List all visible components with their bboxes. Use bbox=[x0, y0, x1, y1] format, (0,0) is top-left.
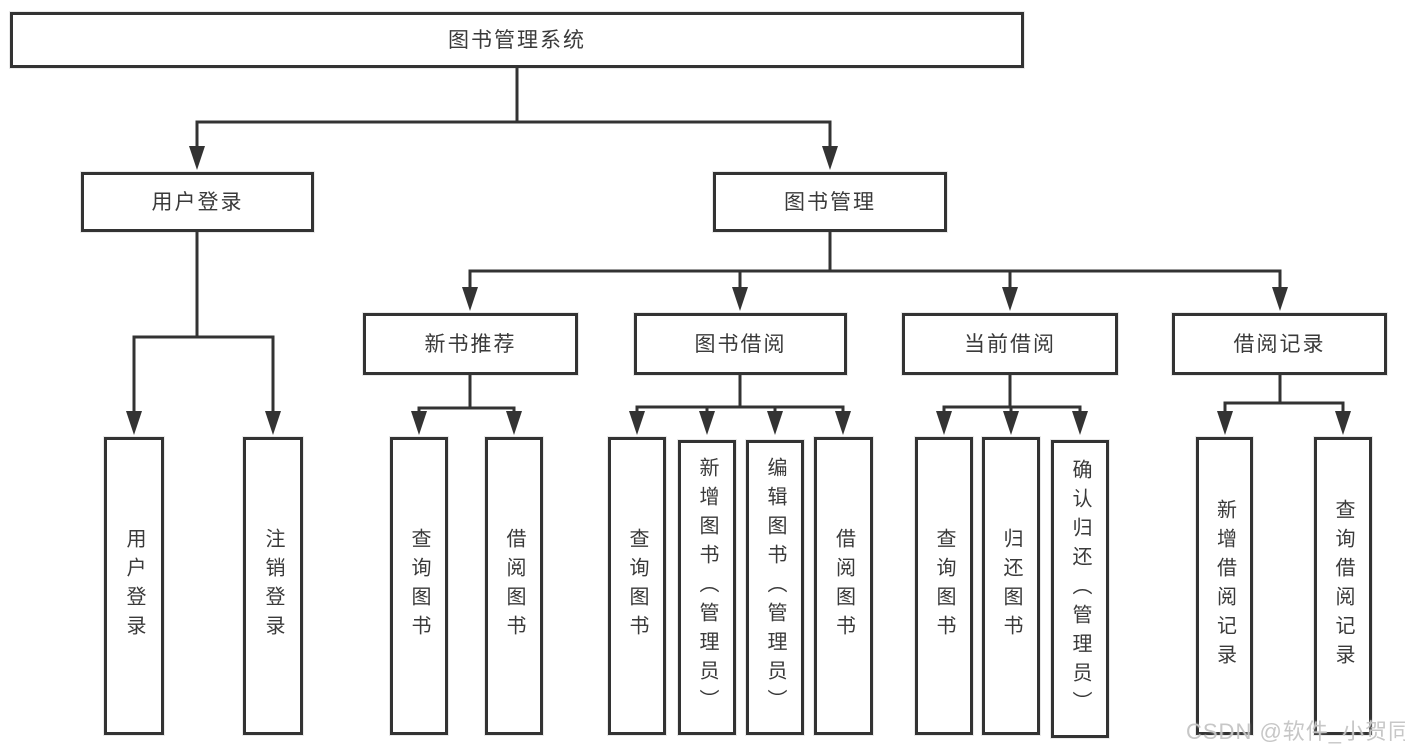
leaf-borrow-books-recommend: 借阅图书 bbox=[485, 437, 543, 735]
leaf-user-login: 用户登录 bbox=[104, 437, 164, 735]
leaf-query-books-borrowing-label: 查询图书 bbox=[626, 528, 648, 644]
leaf-user-login-label: 用户登录 bbox=[123, 528, 145, 644]
leaf-query-books-borrowing: 查询图书 bbox=[608, 437, 666, 735]
leaf-query-books-recommend: 查询图书 bbox=[390, 437, 448, 735]
leaf-logout: 注销登录 bbox=[243, 437, 303, 735]
leaf-borrow-books-borrowing: 借阅图书 bbox=[814, 437, 873, 735]
leaf-return-book: 归还图书 bbox=[982, 437, 1040, 735]
leaf-add-borrow-record-label: 新增借阅记录 bbox=[1213, 499, 1236, 673]
leaf-edit-book-admin-label: 编辑图书（管理员） bbox=[764, 457, 786, 718]
watermark-csdn: CSDN @软件_小贺同学 bbox=[1186, 719, 1405, 744]
leaf-query-books-current: 查询图书 bbox=[915, 437, 973, 735]
leaf-return-book-label: 归还图书 bbox=[1000, 528, 1022, 644]
node-book-management: 图书管理 bbox=[713, 172, 947, 232]
leaf-logout-label: 注销登录 bbox=[262, 528, 284, 644]
leaf-confirm-return-admin: 确认归还（管理员） bbox=[1051, 440, 1109, 738]
connector-edges bbox=[132, 68, 1345, 415]
leaf-query-books-current-label: 查询图书 bbox=[933, 528, 955, 644]
leaf-borrow-books-recommend-label: 借阅图书 bbox=[503, 528, 525, 644]
leaf-query-books-recommend-label: 查询图书 bbox=[408, 528, 430, 644]
leaf-query-borrow-record: 查询借阅记录 bbox=[1314, 437, 1372, 735]
node-current-borrowing: 当前借阅 bbox=[902, 313, 1118, 375]
leaf-query-borrow-record-label: 查询借阅记录 bbox=[1332, 499, 1354, 673]
node-new-book-recommend: 新书推荐 bbox=[363, 313, 578, 375]
node-borrowing-records: 借阅记录 bbox=[1172, 313, 1387, 375]
leaf-borrow-books-borrowing-label: 借阅图书 bbox=[832, 528, 855, 644]
node-user-login: 用户登录 bbox=[81, 172, 314, 232]
node-book-borrowing: 图书借阅 bbox=[634, 313, 847, 375]
leaf-add-book-admin-label: 新增图书（管理员） bbox=[696, 457, 718, 718]
connector-arrowheads bbox=[126, 146, 1351, 435]
leaf-add-book-admin: 新增图书（管理员） bbox=[678, 440, 736, 735]
leaf-confirm-return-admin-label: 确认归还（管理员） bbox=[1069, 458, 1091, 720]
leaf-add-borrow-record: 新增借阅记录 bbox=[1196, 437, 1253, 735]
node-library-system: 图书管理系统 bbox=[10, 12, 1024, 68]
leaf-edit-book-admin: 编辑图书（管理员） bbox=[746, 440, 804, 735]
